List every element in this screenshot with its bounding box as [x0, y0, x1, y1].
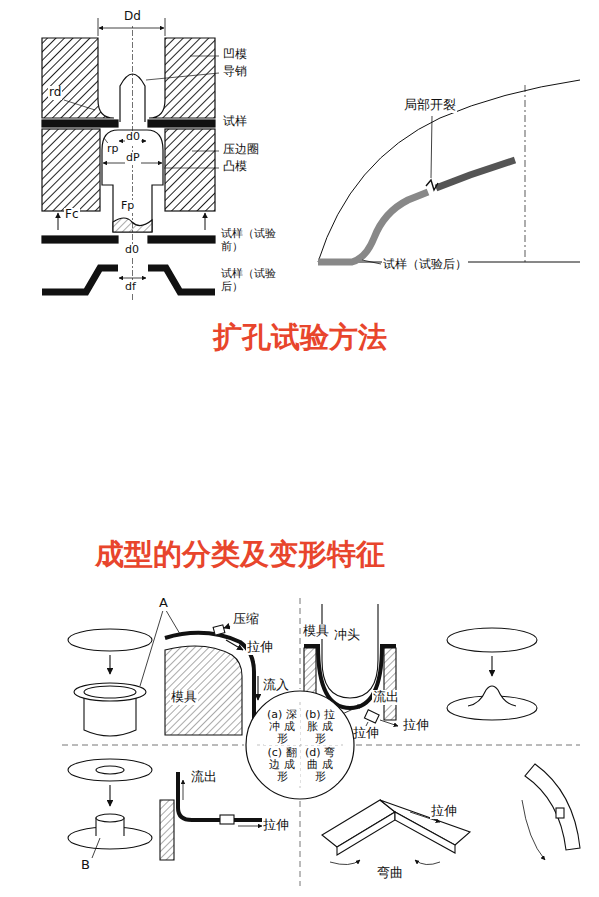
- part-label: 试样（试验后）: [220, 268, 282, 293]
- part-label: d0: [124, 244, 140, 257]
- part-label: 拉伸: [352, 726, 380, 741]
- part-label: 冲头: [333, 628, 361, 643]
- part-label: A: [158, 596, 169, 611]
- caption: 扩孔试验方法: [213, 318, 387, 358]
- circle-outline: [245, 690, 355, 800]
- part-label: 拉伸: [262, 818, 290, 833]
- part-label: 压缩: [232, 612, 260, 627]
- part-label: 拉伸: [246, 640, 274, 655]
- category-text: (c) 翻边 成形: [264, 747, 300, 783]
- part-label: d0: [125, 131, 141, 144]
- part-label: rp: [106, 143, 120, 156]
- part-label: 压边圈: [222, 143, 260, 157]
- flanging-figure: [68, 759, 285, 860]
- part-label: dP: [125, 152, 141, 165]
- category-text: (d) 弯曲 成形: [302, 747, 338, 783]
- part-label: 模具: [170, 690, 198, 705]
- part-label: 模具: [302, 624, 330, 639]
- part-label: 弯曲: [376, 866, 404, 881]
- part-label: 拉伸: [402, 718, 430, 733]
- part-label: 试样（试验后）: [382, 258, 468, 272]
- specimen-sketch: [318, 80, 580, 264]
- part-label: 流入: [262, 678, 290, 693]
- section-title: 成型的分类及变形特征: [95, 535, 385, 575]
- part-label: Fc: [64, 208, 80, 222]
- die-section: [42, 18, 219, 300]
- part-label: 凹模: [222, 48, 248, 62]
- part-label: 拉伸: [430, 804, 458, 819]
- part-label: 试样: [222, 115, 248, 129]
- part-label: B: [80, 858, 91, 873]
- part-label: Fp: [120, 200, 135, 213]
- part-label: rd: [48, 86, 62, 100]
- part-label: 导销: [222, 65, 248, 79]
- part-label: Dd: [123, 10, 142, 24]
- part-label: 局部开裂: [403, 98, 457, 113]
- category-text: (a) 深冲 成形: [264, 709, 300, 745]
- category-text: (b) 拉胀 成形: [302, 709, 338, 745]
- part-label: 试样（试验前）: [220, 228, 282, 253]
- part-label: 流出: [372, 690, 400, 705]
- category-circle: (a) 深冲 成形(b) 拉胀 成形(c) 翻边 成形(d) 弯曲 成形: [245, 690, 355, 800]
- part-label: df: [124, 281, 137, 294]
- quadrant-dividers: [62, 598, 580, 886]
- part-label: 流出: [190, 770, 218, 785]
- deep-drawing-figure: [68, 607, 258, 736]
- part-label: 凸模: [222, 160, 248, 174]
- bending-figure: [322, 764, 580, 865]
